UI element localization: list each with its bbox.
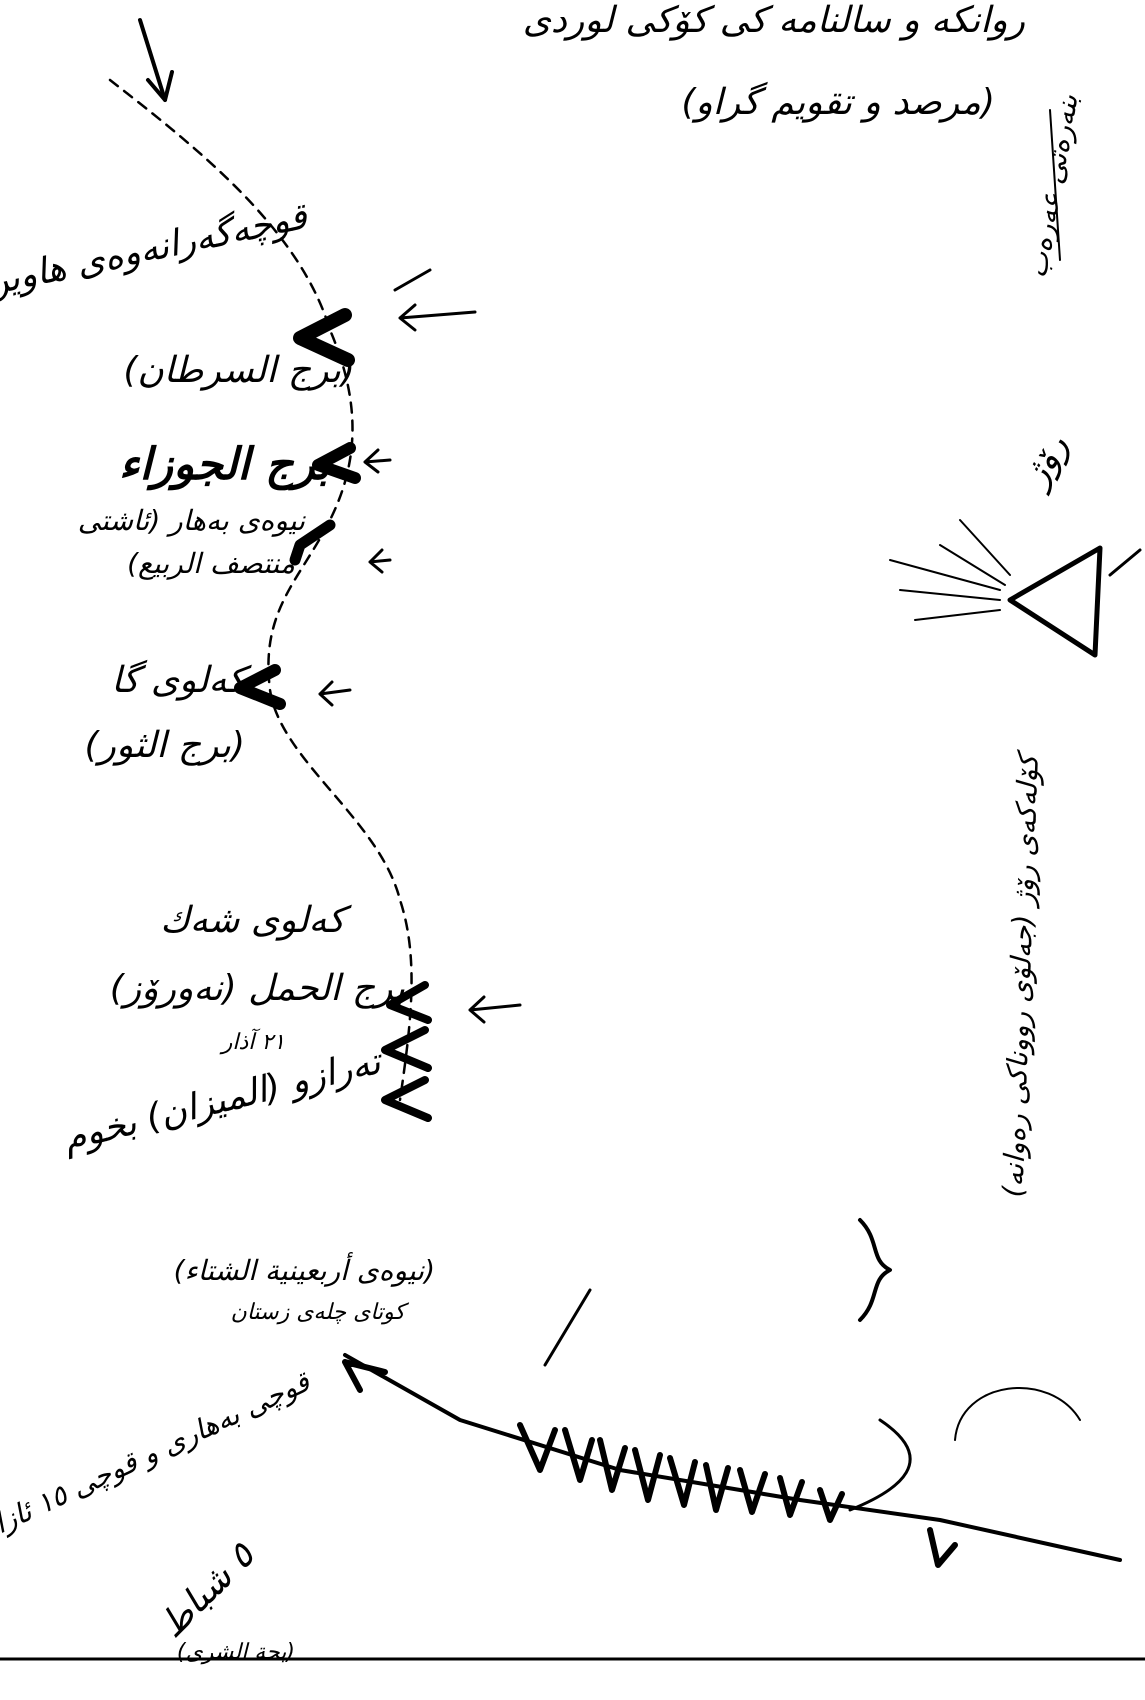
label-nawroz-half: نیوەی بەهار (ئاشتی (77, 504, 305, 537)
horizon-marker (312, 442, 361, 484)
bottom-markers (342, 1359, 958, 1568)
horizon-marker (234, 664, 286, 710)
label-hamal-date: ٢١ آذار (221, 1030, 285, 1055)
sun-triangle-icon (1007, 545, 1103, 658)
horizon-curve (108, 78, 413, 1102)
top-line: روانكه و سالنامه كى كۆكى لوردى (522, 0, 1025, 41)
horizon-marker (289, 519, 336, 566)
label-nawroz-half-ar: منتصف الربيع) (127, 547, 295, 580)
label-hamal-ar: برج الحمل (نەورۆز) (109, 968, 405, 1009)
arrow-left-icon (363, 448, 392, 474)
label-hamal: كەلوی شەك (160, 900, 345, 941)
bottom-horizon (343, 1353, 1122, 1562)
label-arbaeen: (نیوەی أربعينية الشتاء) (173, 1254, 435, 1287)
arrow-left-icon (368, 548, 392, 574)
label-aries-bottom: (بحة الشرى) (176, 1640, 295, 1665)
horizon-marker (381, 1026, 432, 1072)
horizon-marker (386, 981, 432, 1024)
arrow-down-icon (138, 18, 167, 102)
label-arbaeen-sub: كوتای چلەی زستان (230, 1300, 405, 1325)
horizon-marker (293, 308, 355, 367)
observatory-label: (مرصد و تقويم گراو) (681, 82, 995, 123)
arrow-left-icon (398, 303, 477, 332)
label-thawr: كەلوی گا (111, 660, 245, 701)
horizon-marker (381, 1076, 432, 1122)
label-thawr-ar: (برج الثور) (84, 725, 245, 766)
arrow-left-icon (468, 995, 522, 1024)
arrow-left-icon (318, 680, 352, 707)
label-sartan-ar: (برج السرطان) (123, 350, 355, 391)
label-jawza: برج الجوزاء (118, 439, 330, 490)
